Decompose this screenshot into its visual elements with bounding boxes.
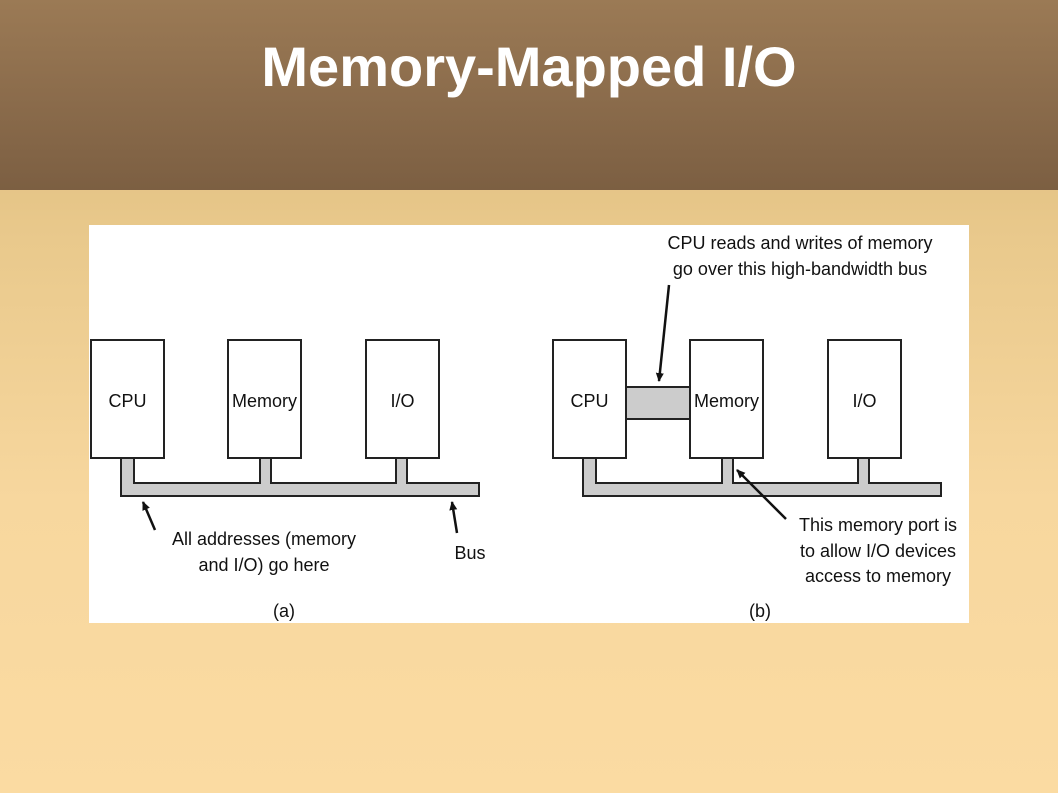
caption-b: (b) [749,601,771,621]
io-box-a [365,339,440,459]
high-bandwidth-note-line1: CPU reads and writes of memory [667,233,932,253]
high-bandwidth-bus [625,386,692,420]
cpu-label-b: CPU [570,391,608,411]
memory-port-note-line2: to allow I/O devices [800,541,956,561]
high-bandwidth-arrow [655,284,671,382]
addresses-note-line1: All addresses (memory [172,529,356,549]
cpu-box-a [90,339,165,459]
cpu-box-b [552,339,627,459]
memory-box-b [689,339,764,459]
high-bandwidth-note-line2: go over this high-bandwidth bus [673,259,927,279]
memory-box-a [227,339,302,459]
memory-label-b: Memory [694,391,759,411]
io-label-b: I/O [852,391,876,411]
bus-arrow [449,501,459,534]
caption-a: (a) [273,601,295,621]
memory-label-a: Memory [232,391,297,411]
bus-label: Bus [454,543,485,563]
diagram-a: CPU Memory I/O All addresses (memory and… [90,339,486,621]
system-bus-a [120,457,480,497]
io-box-b [827,339,902,459]
diagram-b: CPU Memory I/O CPU reads and writes of m… [552,233,957,621]
slide-header [0,0,1058,190]
memory-port-note-line3: access to memory [805,566,951,586]
system-bus-b [582,457,942,497]
slide-title: Memory-Mapped I/O [261,35,797,98]
addresses-arrow [141,501,157,531]
memory-mapped-io-figure: CPU Memory I/O All addresses (memory and… [89,225,969,623]
memory-port-arrow [736,469,787,520]
io-label-a: I/O [390,391,414,411]
addresses-note-line2: and I/O) go here [198,555,329,575]
diagram-canvas: CPU Memory I/O All addresses (memory and… [90,233,957,621]
memory-port-note-line1: This memory port is [799,515,957,535]
cpu-label-a: CPU [108,391,146,411]
